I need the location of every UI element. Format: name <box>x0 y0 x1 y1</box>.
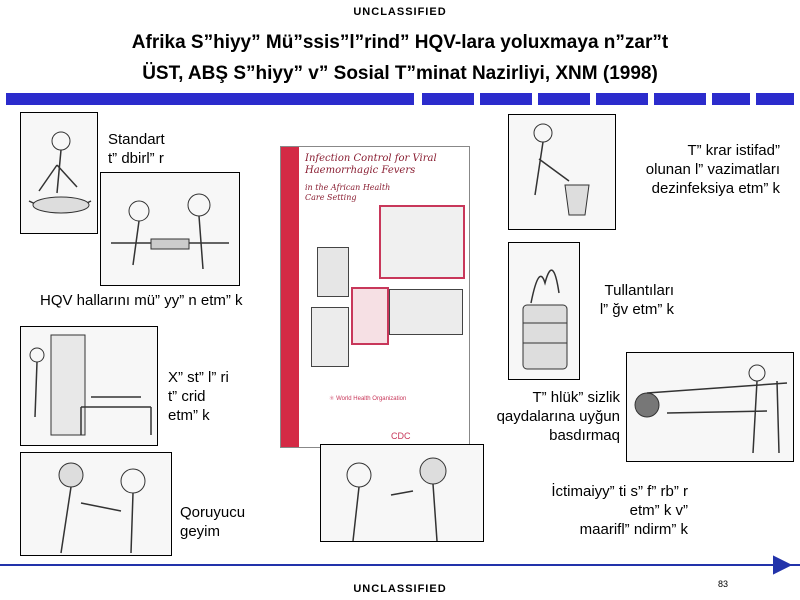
label-disinfect-equipment: T” krar istifad” olunan l” vazimatları d… <box>590 141 780 198</box>
page-number: 83 <box>718 579 729 589</box>
label-protective-clothing: Qoruyucu geyim <box>180 503 245 541</box>
waste-incinerator-image <box>508 242 580 380</box>
divider-segment <box>538 93 590 105</box>
label-line: etm” k v” <box>629 502 688 519</box>
divider-segment <box>756 93 794 105</box>
cdc-logo: CDC <box>391 431 411 441</box>
label-line: T” hlük” sizlik <box>532 389 620 406</box>
divider-segment <box>480 93 532 105</box>
label-line: Tullantıları <box>604 282 674 299</box>
label-line: Standart <box>108 131 165 148</box>
arrow-right-icon <box>748 554 793 576</box>
footer-line <box>0 564 800 566</box>
divider-segment <box>712 93 750 105</box>
label-line: T” krar istifad” <box>687 142 780 159</box>
cover-illustration <box>311 307 349 367</box>
label-line: dezinfeksiya etm” k <box>651 180 780 197</box>
cover-illustration <box>389 289 463 335</box>
cover-illustration <box>379 205 465 279</box>
label-line: İctimaiyy” ti s” f” rb” r <box>551 483 688 500</box>
label-line: t” crid <box>168 388 206 405</box>
isolation-ward-image <box>20 326 158 446</box>
guide-cover-image: Infection Control for Viral Haemorrhagic… <box>280 146 470 448</box>
health-workers-image <box>100 172 240 286</box>
label-line: maarifl” ndirm” k <box>579 521 688 538</box>
disinfection-image <box>508 114 616 230</box>
label-dispose-waste: Tullantıları l” ğv etm” k <box>560 281 674 319</box>
cover-illustration <box>317 247 349 297</box>
cover-illustration <box>351 287 389 345</box>
label-line: qaydalarına uyğun <box>496 408 620 425</box>
label-line: l” ğv etm” k <box>599 301 674 318</box>
label-line: t” dbirl” r <box>108 150 164 167</box>
cover-subtitle: in the African Health Care Setting <box>305 183 391 202</box>
label-line: olunan l” vazimatları <box>645 161 780 178</box>
divider-segment <box>596 93 648 105</box>
label-line: etm” k <box>168 407 210 424</box>
title-divider-bar <box>6 93 796 105</box>
label-line: geyim <box>180 523 221 540</box>
cover-red-band <box>281 147 299 447</box>
slide-title-line2: ÜST, ABŞ S”hiyy” v” Sosial T”minat Nazir… <box>142 63 658 84</box>
label-standard: Standart t” dbirl” r <box>108 130 165 168</box>
who-logo-text: ⚛ World Health Organization <box>329 395 406 402</box>
classification-bottom: UNCLASSIFIED <box>353 583 447 595</box>
label-line: basdırmaq <box>549 427 620 444</box>
handwashing-image <box>20 112 98 234</box>
divider-segment <box>654 93 706 105</box>
slide-title-line1: Afrika S”hiyy” Mü”ssis”l”rind” HQV-lara … <box>131 32 669 53</box>
label-line: X” st” l” ri <box>168 369 229 386</box>
safe-burial-image <box>626 352 794 462</box>
protective-clothing-image <box>20 452 172 556</box>
label-safe-burial: T” hlük” sizlik qaydalarına uyğun basdır… <box>460 388 620 445</box>
who-emblem-icon: ⚛ <box>329 396 335 402</box>
community-education-image <box>320 444 484 542</box>
label-line: Qoruyucu <box>180 504 246 521</box>
who-name: World Health Organization <box>336 396 407 402</box>
cover-title: Infection Control for Viral Haemorrhagic… <box>305 153 437 176</box>
label-identify-cases: HQV hallarını mü” yy” n etm” k <box>40 292 243 309</box>
label-isolate: X” st” l” ri t” crid etm” k <box>168 368 229 425</box>
label-community-education: İctimaiyy” ti s” f” rb” r etm” k v” maar… <box>488 482 688 539</box>
divider-segment <box>422 93 474 105</box>
divider-segment <box>6 93 414 105</box>
classification-top: UNCLASSIFIED <box>353 6 447 18</box>
